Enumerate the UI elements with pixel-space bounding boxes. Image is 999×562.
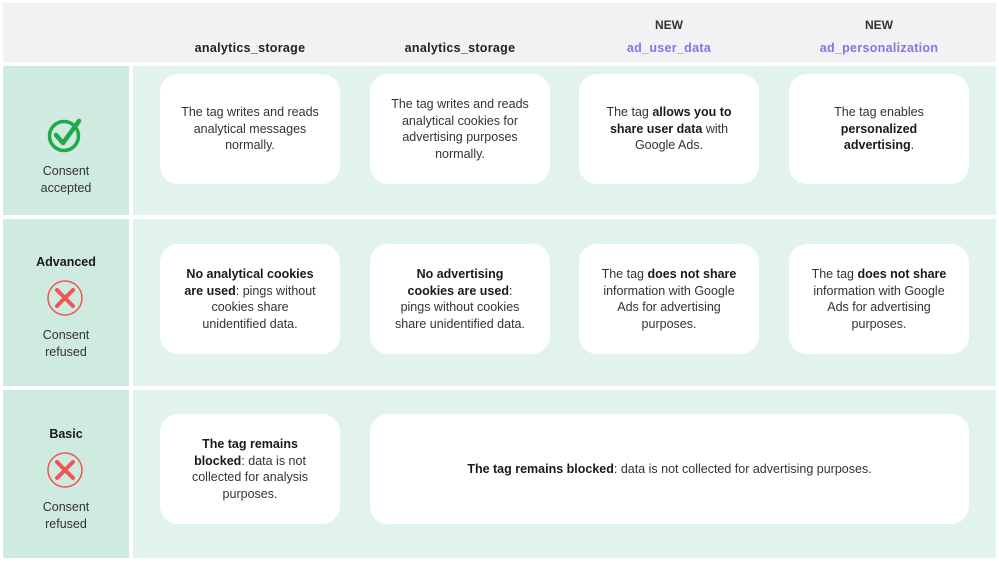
text-segment: The tag bbox=[811, 267, 858, 281]
bold-text-segment: personalized advertising bbox=[840, 121, 918, 153]
behavior-card: The tag does not share information with … bbox=[789, 244, 969, 354]
x-circle-icon bbox=[47, 280, 83, 316]
row-basic-consent-refused: Basic Consent refused The tag remains bl… bbox=[3, 390, 996, 558]
card-text: No advertising cookies are used: pings w… bbox=[392, 266, 528, 332]
card-text: No analytical cookies are used: pings wi… bbox=[182, 266, 318, 332]
row-content: The tag writes and reads analytical mess… bbox=[133, 66, 996, 215]
text-segment: : pings without cookies share unidentifi… bbox=[202, 283, 316, 331]
row-consent-accepted: Consent accepted The tag writes and read… bbox=[3, 66, 996, 215]
text-segment: information with Google Ads for advertis… bbox=[813, 283, 945, 331]
behavior-card: The tag writes and reads analytical mess… bbox=[160, 74, 340, 184]
row-label-cell: Basic Consent refused bbox=[3, 390, 129, 558]
behavior-card-wide: The tag remains blocked: data is not col… bbox=[370, 414, 969, 524]
x-circle-icon bbox=[47, 452, 83, 488]
behavior-card: The tag does not share information with … bbox=[579, 244, 759, 354]
behavior-card: The tag enables personalized advertising… bbox=[789, 74, 969, 184]
text-segment: . bbox=[910, 138, 915, 153]
consent-key: analytics_storage bbox=[194, 41, 306, 55]
bold-text-segment: allows you to share user data bbox=[609, 105, 732, 136]
card-text: The tag writes and reads analytical cook… bbox=[384, 96, 536, 162]
bold-text-segment: does not share bbox=[647, 267, 737, 281]
row-content: No analytical cookies are used: pings wi… bbox=[133, 219, 996, 386]
consent-mode-level: Basic bbox=[49, 427, 83, 441]
consent-status: Consent accepted bbox=[40, 164, 92, 195]
bold-text-segment: The tag remains blocked bbox=[194, 437, 298, 468]
row-label-cell: Advanced Consent refused bbox=[3, 219, 129, 386]
text-segment: information with Google Ads for advertis… bbox=[603, 283, 735, 331]
card-text: The tag does not share information with … bbox=[809, 266, 949, 332]
text-segment: with Google Ads. bbox=[634, 121, 729, 153]
row-label-cell: Consent accepted bbox=[3, 66, 129, 215]
consent-key: analytics_storage bbox=[404, 41, 516, 55]
new-badge: NEW bbox=[865, 18, 893, 32]
column-header-bar: analytics_storage analytics_storage NEW … bbox=[3, 3, 996, 62]
card-text: The tag enables personalized advertising… bbox=[819, 104, 939, 154]
row-advanced-consent-refused: Advanced Consent refused No analytical c… bbox=[3, 219, 996, 386]
text-segment: The tag writes and reads analytical cook… bbox=[391, 97, 529, 161]
consent-key: ad_personalization bbox=[819, 41, 939, 55]
consent-key: ad_user_data bbox=[626, 41, 712, 55]
text-segment: The tag bbox=[606, 105, 653, 120]
behavior-card: The tag writes and reads analytical cook… bbox=[370, 74, 550, 184]
consent-status: Consent refused bbox=[42, 500, 90, 531]
card-text: The tag does not share information with … bbox=[601, 266, 737, 332]
bold-text-segment: The tag remains blocked bbox=[467, 461, 614, 476]
card-text: The tag allows you to share user data wi… bbox=[593, 104, 745, 154]
card-text: The tag remains blocked: data is not col… bbox=[184, 436, 316, 502]
card-text: The tag writes and reads analytical mess… bbox=[174, 104, 326, 154]
row-content: The tag remains blocked: data is not col… bbox=[133, 390, 996, 558]
behavior-card: The tag remains blocked: data is not col… bbox=[160, 414, 340, 524]
bold-text-segment: No advertising cookies are used bbox=[407, 267, 509, 298]
text-segment: The tag writes and reads analytical mess… bbox=[181, 105, 319, 153]
text-segment: The tag bbox=[601, 267, 648, 281]
consent-mode-level: Advanced bbox=[36, 255, 96, 269]
text-segment: : data is not collected for analysis pur… bbox=[191, 453, 309, 501]
check-circle-icon bbox=[47, 118, 82, 153]
text-segment: : pings without cookies share unidentifi… bbox=[395, 283, 525, 331]
bold-text-segment: does not share bbox=[857, 267, 947, 281]
behavior-card: No analytical cookies are used: pings wi… bbox=[160, 244, 340, 354]
consent-status: Consent refused bbox=[42, 328, 90, 359]
text-segment: : data is not collected for advertising … bbox=[613, 461, 872, 476]
new-badge: NEW bbox=[655, 18, 683, 32]
card-text: The tag remains blocked: data is not col… bbox=[467, 461, 871, 478]
behavior-card: The tag allows you to share user data wi… bbox=[579, 74, 759, 184]
behavior-card: No advertising cookies are used: pings w… bbox=[370, 244, 550, 354]
text-segment: The tag enables bbox=[834, 105, 924, 120]
bold-text-segment: No analytical cookies are used bbox=[184, 267, 314, 298]
